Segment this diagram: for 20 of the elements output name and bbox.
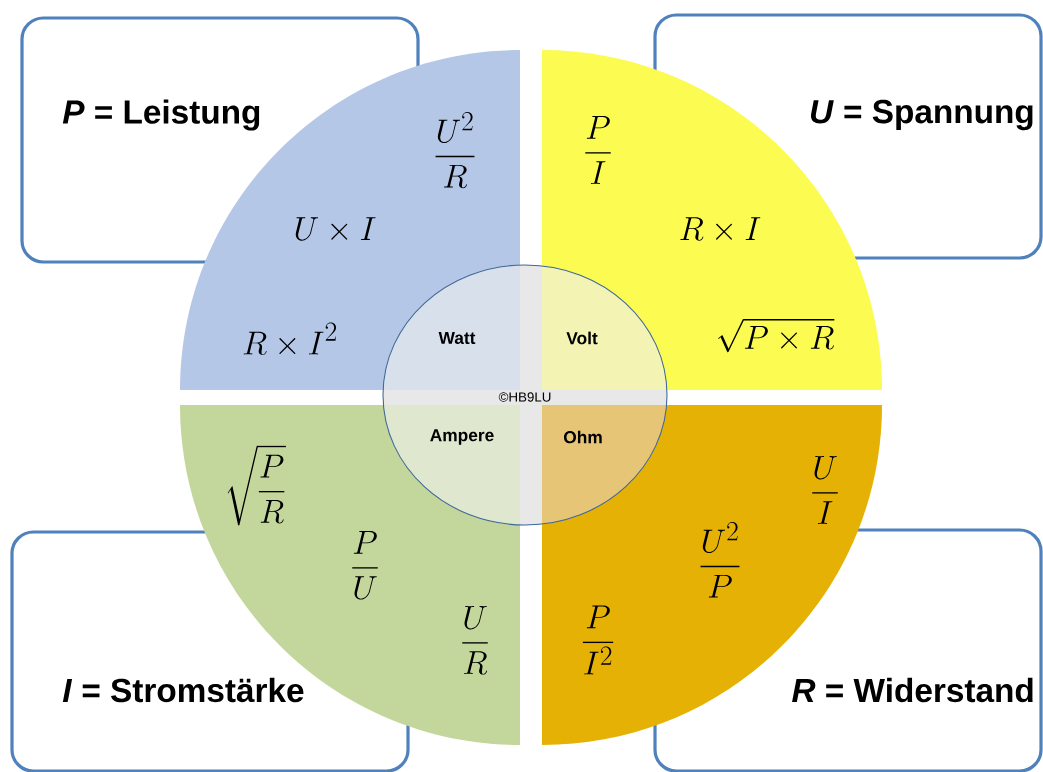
formula: $R\times I^2$ <box>243 322 337 356</box>
formula: $U\times I$ <box>295 217 376 241</box>
node-text: R = Widerstand <box>792 677 1033 703</box>
formula: $\frac{P}{I^2}$ <box>582 605 614 675</box>
formula: $\frac{U}{R}$ <box>462 606 488 675</box>
node-text: P = Leistung <box>62 99 260 131</box>
formula: $\frac{U^2}{R}$ <box>435 112 475 189</box>
formula: $R\times I$ <box>680 217 761 241</box>
node-text: I = Stromstärke <box>62 677 304 703</box>
copyright-note: ©HB9LU <box>498 392 551 402</box>
formula: $\frac{P}{I}$ <box>585 116 611 184</box>
unit-label: Volt <box>566 331 598 345</box>
unit-label: Ohm <box>563 430 602 444</box>
node-text: U = Spannung <box>811 99 1033 131</box>
unit-label: Ampere <box>430 429 494 445</box>
formula: $\frac{U}{I}$ <box>812 456 838 524</box>
unit-label: Watt <box>438 331 476 345</box>
formula: $\frac{P}{U}$ <box>352 531 378 600</box>
formula: $\sqrt{\frac{P}{R}}$ <box>227 445 286 526</box>
formula: $\sqrt{P\times R}$ <box>718 319 835 353</box>
